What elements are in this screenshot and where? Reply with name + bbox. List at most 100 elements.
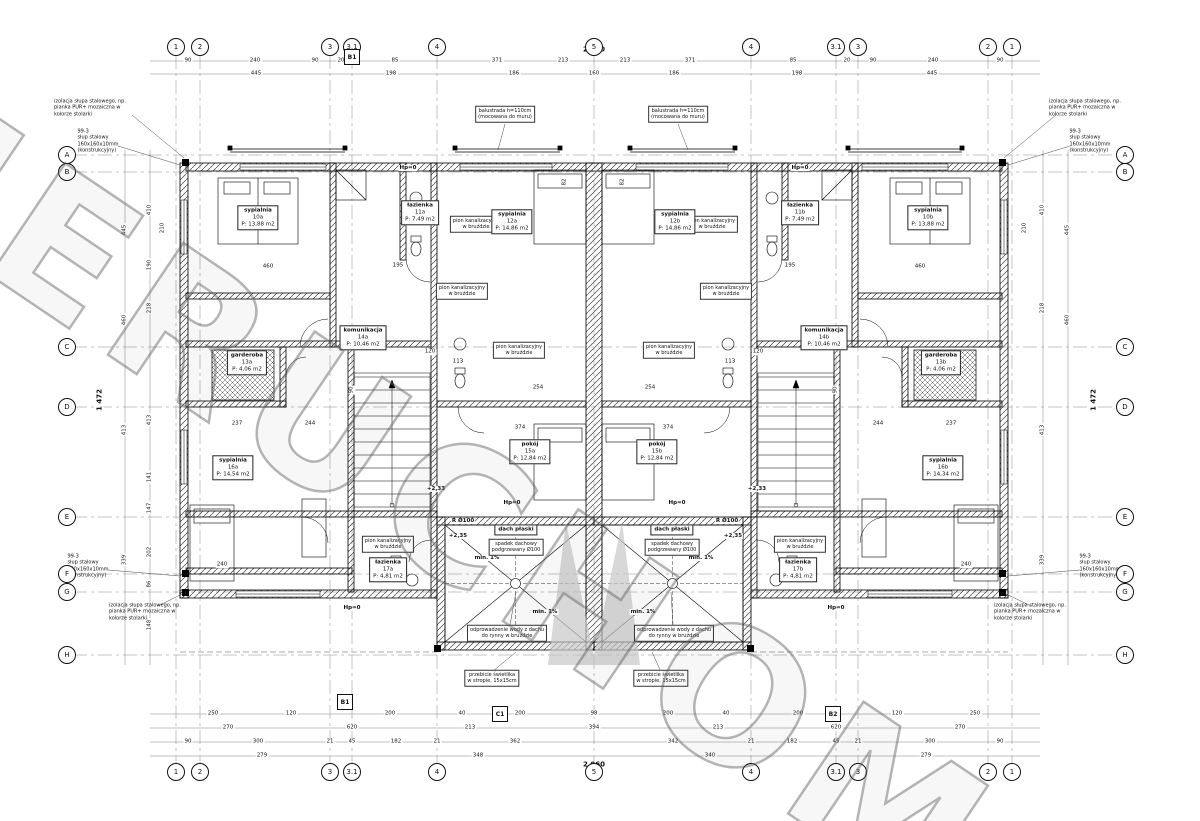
room-number: 11b xyxy=(794,209,806,216)
level-mark: min. 1% xyxy=(629,609,657,615)
grid-bubble: C xyxy=(58,338,76,356)
annotation-note: 99-3 słup stalowy 160x160x10mm (konstruk… xyxy=(1079,553,1121,579)
grid-bubble: C xyxy=(1116,338,1134,356)
dimension-label: 213 xyxy=(463,724,477,731)
grid-bubble: 4 xyxy=(742,763,760,781)
grid-bubble: 2 xyxy=(191,38,209,56)
level-mark: R Ø100 xyxy=(714,518,740,524)
dimension-label: 202 xyxy=(146,545,153,559)
dimension-label: 198 xyxy=(790,70,804,77)
annotation-note: izolacja słupa stalowego, np. pianka PUR… xyxy=(1049,98,1121,118)
dimension-label: 21 xyxy=(325,738,335,745)
section-marker: B2 xyxy=(825,706,841,722)
dimension-label: 213 xyxy=(711,724,725,731)
dimension-label: 98 xyxy=(589,710,599,717)
dimension-label: 240 xyxy=(215,561,229,568)
dimension-label: 120 xyxy=(423,348,437,355)
dimension-label: 21 xyxy=(746,738,756,745)
level-mark: Hp=0 xyxy=(790,165,810,171)
section-marker: B1 xyxy=(337,694,353,710)
room-number: 12b xyxy=(669,218,681,225)
room-number: 12a xyxy=(506,218,518,225)
room-name: pokój xyxy=(648,441,666,448)
annotation-note: pion kanalizacyjny w bruździe xyxy=(699,282,753,300)
dimension-label: 86 xyxy=(146,579,153,589)
dimension-label: 410 xyxy=(146,203,153,217)
room-number: 16b xyxy=(937,464,949,471)
grid-bubble: 2 xyxy=(979,763,997,781)
grid-bubble: A xyxy=(58,146,76,164)
dimension-label: 445 xyxy=(121,223,128,237)
dimension-label: 254 xyxy=(531,384,545,391)
room-area: P: 7,49 m2 xyxy=(785,216,815,223)
room-name: łazienka xyxy=(785,559,811,566)
room-name: sypialnia xyxy=(929,457,957,464)
annotation-note: pion kanalizacyjny w bruździe xyxy=(642,341,696,359)
room-name: komunikacja xyxy=(343,327,383,334)
dimension-label: 348 xyxy=(471,752,485,759)
dimension-label: 270 xyxy=(953,724,967,731)
dimension-label: 210 xyxy=(159,221,166,235)
room-name: sypialnia xyxy=(219,457,247,464)
grid-bubble: 2 xyxy=(979,38,997,56)
dimension-label: 445 xyxy=(249,70,263,77)
room-name: dach płaski xyxy=(654,526,690,533)
room-name: sypialnia xyxy=(914,207,942,214)
dimension-label: 240 xyxy=(926,57,940,64)
level-mark: Hp=0 xyxy=(667,500,687,506)
annotation-note: izolacja słupa stalowego, np. pianka PUR… xyxy=(109,602,181,622)
dimension-label: 190 xyxy=(146,258,153,272)
level-mark: min. 1% xyxy=(687,555,715,561)
grid-bubble: 2 xyxy=(191,763,209,781)
room-area: P: 13,88 m2 xyxy=(911,221,945,228)
room-number: 15b xyxy=(651,448,663,455)
grid-bubble: 1 xyxy=(1003,763,1021,781)
dimension-label: 340 xyxy=(703,752,717,759)
dimension-label: 120 xyxy=(890,710,904,717)
dimension-label: 113 xyxy=(723,358,737,365)
room-number: 14a xyxy=(357,334,369,341)
level-mark: R Ø100 xyxy=(450,518,476,524)
dimension-label: 240 xyxy=(248,57,262,64)
annotation-note: spadek dachowy podgrzewany Ø100 xyxy=(644,538,700,556)
dimension-label: 20 xyxy=(336,57,346,64)
grid-bubble: 1 xyxy=(167,38,185,56)
room-number: 16a xyxy=(227,464,239,471)
grid-bubble: D xyxy=(58,398,76,416)
annotation-note: 99-3 słup stalowy 160x160x10mm (konstruk… xyxy=(1069,128,1111,154)
dimension-label: 120 xyxy=(284,710,298,717)
annotation-note: pion kanalizacyjny w bruździe xyxy=(492,341,546,359)
dimension-label: 210 xyxy=(1021,221,1028,235)
annotation-note: balustrada h=110cm (mocowana do muru) xyxy=(475,105,535,123)
room-number: 11a xyxy=(414,209,426,216)
dimension-label: 371 xyxy=(683,57,697,64)
grid-bubble: D xyxy=(1116,398,1134,416)
dimension-label: 90 xyxy=(995,738,1005,745)
level-mark: +2,35 xyxy=(722,533,744,539)
dimension-label: 85 xyxy=(390,57,400,64)
grid-bubble: 4 xyxy=(428,38,446,56)
grid-bubble: G xyxy=(1116,583,1134,601)
room-area: P: 14,86 m2 xyxy=(658,225,692,232)
dimension-label: 82 xyxy=(619,177,626,187)
dimension-label: 113 xyxy=(451,358,465,365)
grid-bubble: E xyxy=(58,508,76,526)
annotation-note: pion kanalizacyjny w bruździe xyxy=(449,215,503,233)
dimension-label: 620 xyxy=(345,724,359,731)
dimension-label: 300 xyxy=(923,738,937,745)
dimension-label: 362 xyxy=(508,738,522,745)
dimension-label: 460 xyxy=(1064,313,1071,327)
annotation-note: odprowadzenie wody z dachu do rynny w br… xyxy=(633,624,715,642)
grid-bubble: 5 xyxy=(585,763,603,781)
grid-bubble: H xyxy=(58,646,76,664)
annotation-note: izolacja słupa stalowego, np. pianka PUR… xyxy=(994,602,1066,622)
level-mark: +2,33 xyxy=(746,486,768,492)
dimension-label: 160 xyxy=(587,70,601,77)
